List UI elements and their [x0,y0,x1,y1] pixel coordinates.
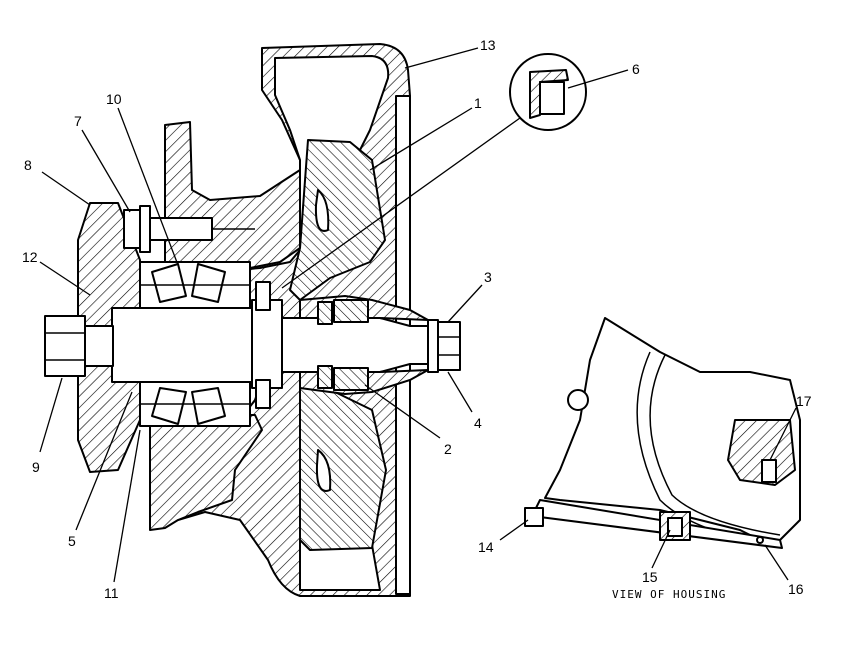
callout-13: 13 [480,37,496,53]
callout-11: 11 [104,585,119,601]
shaft-nut [44,315,114,377]
callout-9: 9 [32,459,40,475]
pump-shaft [111,299,439,389]
callout-14: 14 [478,539,494,555]
callout-3: 3 [484,269,492,285]
callout-7: 7 [74,113,82,129]
callout-4: 4 [474,415,482,431]
seal-detail-inset [281,53,587,289]
seal-assembly [255,281,369,409]
housing-view-caption: VIEW OF HOUSING [612,588,726,601]
callout-6: 6 [632,61,640,77]
tapered-roller-bearings [139,261,251,427]
callout-16: 16 [788,581,804,597]
callout-2: 2 [444,441,452,457]
housing-view [524,317,801,549]
callout-8: 8 [24,157,32,173]
leader-lines [39,47,797,583]
impeller-nut [437,321,461,371]
impeller [289,139,387,551]
callout-10: 10 [106,91,122,107]
callout-12: 12 [22,249,38,265]
mounting-bolt [123,205,255,253]
callout-15: 15 [642,569,658,585]
callout-5: 5 [68,533,76,549]
callout-17: 17 [796,393,812,409]
callout-1: 1 [474,95,482,111]
